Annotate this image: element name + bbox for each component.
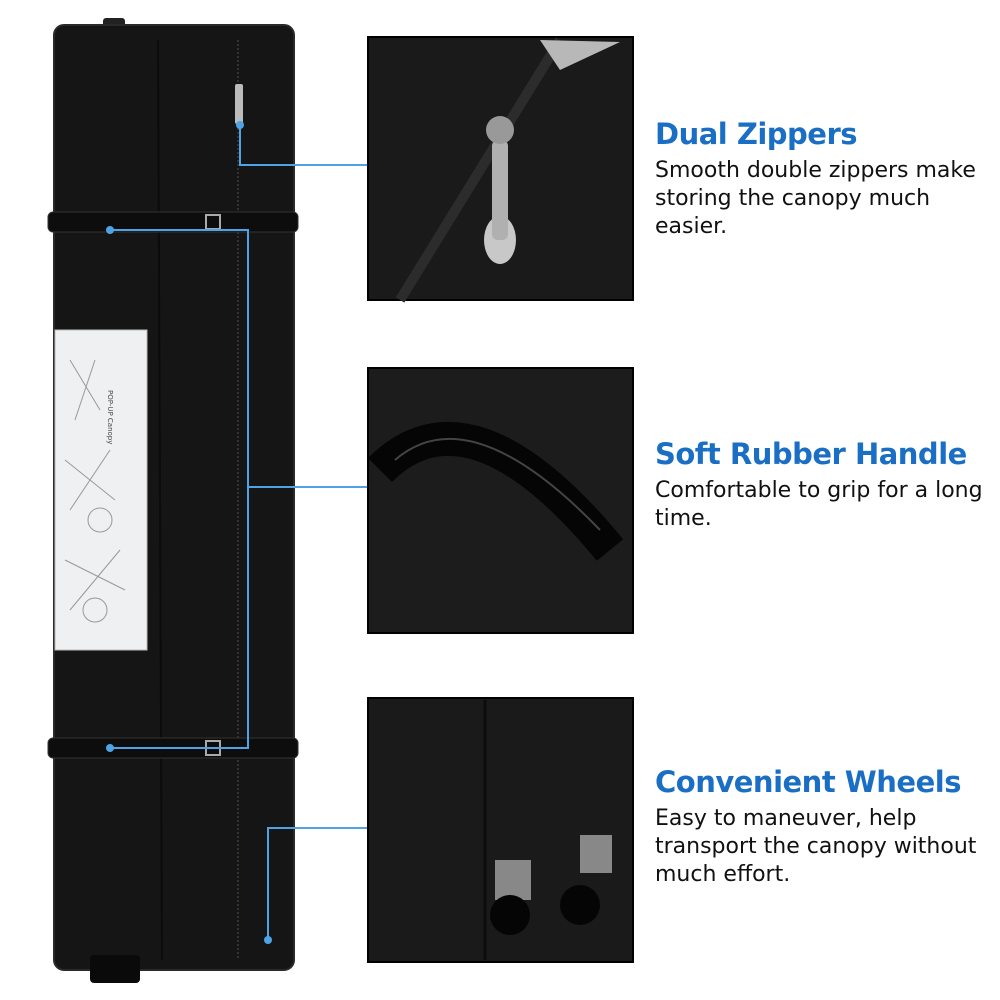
feature-description: Comfortable to grip for a long time. <box>655 478 983 531</box>
feature-description: Easy to maneuver, help transport the can… <box>655 806 977 887</box>
zipper-pull-icon <box>235 84 243 124</box>
canopy-bag: POP-UP Canopy <box>47 18 299 983</box>
wheels-detail-photo <box>367 697 634 963</box>
feature-description: Smooth double zippers make storing the c… <box>655 158 976 239</box>
feature-dual-zippers: Dual Zippers Smooth double zippers make … <box>655 117 985 241</box>
zipper-detail-photo <box>367 36 634 303</box>
handle-detail-photo <box>367 367 634 634</box>
bag-label-text: POP-UP Canopy <box>106 390 114 444</box>
wheel-icon <box>90 955 140 983</box>
connector-lines <box>110 125 368 940</box>
feature-convenient-wheels: Convenient Wheels Easy to maneuver, help… <box>655 765 985 889</box>
feature-title: Convenient Wheels <box>655 765 961 799</box>
feature-title: Soft Rubber Handle <box>655 437 967 471</box>
feature-title: Dual Zippers <box>655 117 858 151</box>
feature-soft-rubber-handle: Soft Rubber Handle Comfortable to grip f… <box>655 437 985 533</box>
